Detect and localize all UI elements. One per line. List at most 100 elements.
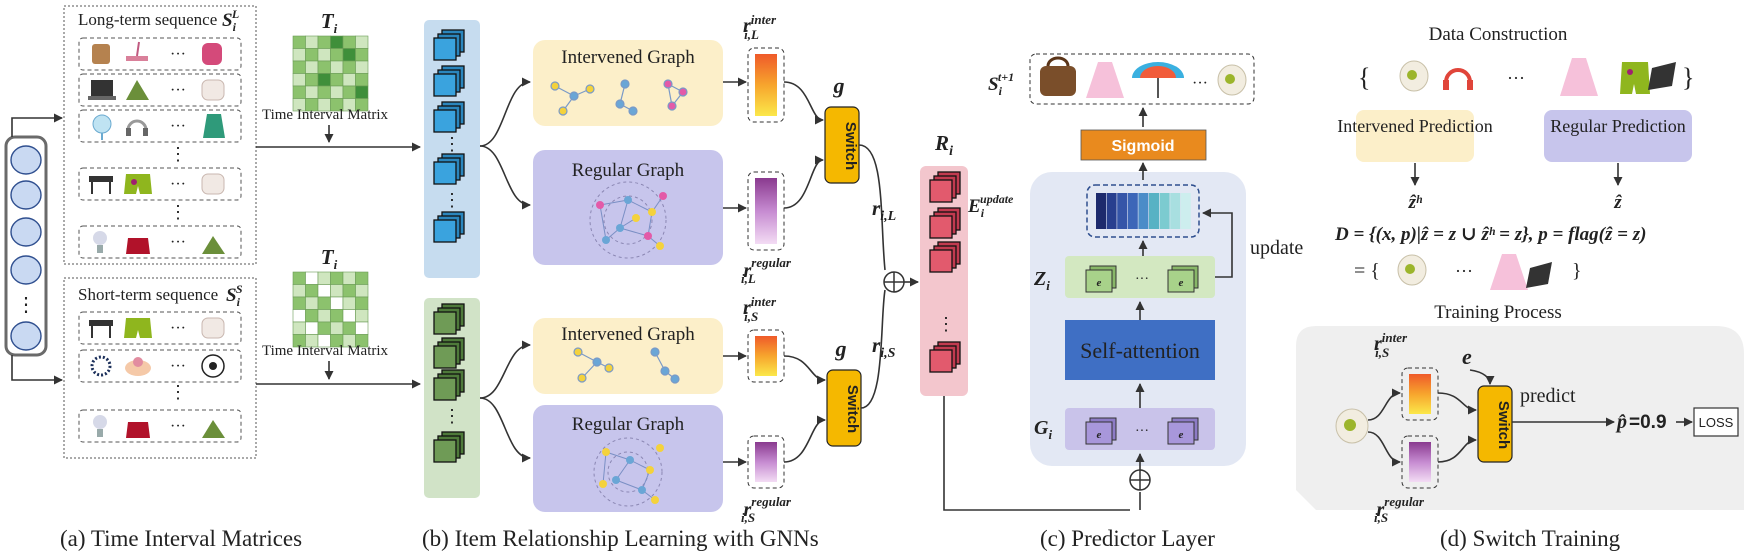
self-attention-label: Self-attention <box>1080 338 1200 363</box>
svg-text:···: ··· <box>1135 424 1149 439</box>
formula-brace-close: } <box>1572 260 1582 282</box>
intervened-graph-bottom-label: Intervened Graph <box>561 324 695 345</box>
g-top-label: g <box>833 73 845 98</box>
g-i-label: Gi <box>1034 417 1052 442</box>
svg-text:e: e <box>1179 277 1184 289</box>
training-input-item <box>1335 408 1369 444</box>
formula-items: ··· <box>1397 254 1552 290</box>
r-regular-S-vector <box>747 435 785 489</box>
p-value: =0.9 <box>1629 412 1667 433</box>
formula-eq: = { <box>1354 260 1380 282</box>
caption-d: (d) Switch Training <box>1440 526 1621 551</box>
p-hat-label: p̂ <box>1615 411 1627 433</box>
long-term-rows: ··· ··· ··· ⋮ ··· ⋮ ··· <box>78 37 242 259</box>
g-i-tokens: e ··· e <box>1085 417 1199 445</box>
intervened-graph-top-label: Intervened Graph <box>561 47 695 68</box>
R-i-label: Ri <box>934 131 953 159</box>
intervened-prediction-box <box>1356 110 1474 162</box>
loss-label: LOSS <box>1699 415 1734 430</box>
intervened-prediction-label: Intervened Prediction <box>1337 116 1492 136</box>
green-stacks: ⋮ <box>433 303 465 463</box>
formula-d: D = {(x, p)|ẑ = z ∪ ẑʰ = z}, p = flag(ẑ … <box>1334 224 1646 245</box>
svg-text:e: e <box>1097 277 1102 289</box>
train-e-label: e <box>1462 344 1472 369</box>
svg-text:···: ··· <box>1192 75 1208 92</box>
r-regular-L-vector <box>747 171 785 251</box>
panel-d: Data Construction { } ··· Intervened Pre… <box>1296 24 1744 551</box>
short-term-title: Short-term sequence <box>78 285 218 304</box>
z-hat: ẑ <box>1613 192 1622 213</box>
svg-text:···: ··· <box>1507 68 1525 88</box>
switch-top-label: Switch <box>842 122 859 170</box>
red-stacks: ⋮ <box>929 171 961 373</box>
sequence-vdots: ⋮ <box>16 294 36 316</box>
r-inter-L-vector <box>747 47 785 123</box>
sigmoid-box <box>1080 129 1207 161</box>
intervened-graph-top-nodes <box>550 79 688 116</box>
data-construction-title: Data Construction <box>1429 24 1568 45</box>
z-tokens: e ··· e <box>1085 265 1199 293</box>
self-attention-box <box>1065 320 1215 380</box>
svg-text:⋮: ⋮ <box>169 144 187 164</box>
long-term-symbol: SiL <box>222 7 239 34</box>
svg-text:···: ··· <box>1455 261 1473 281</box>
r-inter-S-vector <box>747 329 785 383</box>
training-process-title: Training Process <box>1434 302 1562 323</box>
z-label: Zi <box>1033 268 1050 293</box>
brace-open: { <box>1358 63 1370 92</box>
e-update-bars <box>1096 193 1191 229</box>
train-switch <box>1477 385 1513 463</box>
svg-text:···: ··· <box>170 234 186 251</box>
blue-vdots-2: ⋮ <box>443 190 461 210</box>
update-label: update <box>1250 237 1303 259</box>
regular-graph-top-label: Regular Graph <box>572 160 685 181</box>
matrix-top-symbol: Ti <box>321 9 338 36</box>
predict-label: predict <box>1520 385 1576 407</box>
caption-a: (a) Time Interval Matrices <box>60 526 302 551</box>
green-vdots: ⋮ <box>443 406 461 426</box>
regular-graph-bottom-nodes <box>593 437 664 507</box>
train-r-inter-vector <box>1401 367 1439 421</box>
sigmoid-label: Sigmoid <box>1111 138 1174 155</box>
panel-a: ⋮ Long-term sequence SiL ··· ··· <box>4 5 421 551</box>
loss-box <box>1693 407 1739 437</box>
regular-graph-top-nodes <box>589 181 667 259</box>
svg-text:···: ··· <box>170 82 186 99</box>
regular-graph-bottom-label: Regular Graph <box>572 414 685 435</box>
matrix-bottom-symbol: Ti <box>321 245 338 272</box>
e-update-label: Eiupdate <box>967 192 1014 220</box>
time-interval-matrix-top <box>292 35 369 112</box>
svg-text:e: e <box>1097 429 1102 441</box>
svg-text:···: ··· <box>170 118 186 135</box>
svg-text:⋮: ⋮ <box>169 382 187 402</box>
blue-vdots: ⋮ <box>443 134 461 154</box>
matrix-bottom-label: Time Interval Matrix <box>262 343 389 359</box>
sequence-tokens <box>10 145 42 351</box>
e-update-box <box>1086 184 1200 238</box>
svg-text:···: ··· <box>1135 272 1149 287</box>
predictor-layer-bg <box>1030 172 1246 466</box>
s-next-box <box>1029 53 1255 105</box>
s-next-items: ··· <box>1040 56 1247 98</box>
caption-b: (b) Item Relationship Learning with GNNs <box>422 526 819 551</box>
z-hat-h: ẑʰ <box>1408 192 1423 213</box>
svg-text:···: ··· <box>170 46 186 63</box>
panel-c: Sit+1 ··· Sigmoid Eiupdate Zi e ··· e <box>943 53 1303 551</box>
short-term-rows: ··· ··· ⋮ ··· <box>78 311 242 443</box>
regular-graph-top <box>533 150 723 265</box>
brace-close: } <box>1682 63 1694 92</box>
svg-text:···: ··· <box>170 418 186 435</box>
red-vdots: ⋮ <box>937 314 955 334</box>
g-bottom-label: g <box>835 336 847 361</box>
data-construction-items: ··· <box>1399 58 1676 96</box>
train-switch-label: Switch <box>1495 401 1512 449</box>
r-iL-label: ri,L <box>872 196 896 224</box>
panel-b: ⋮⋮ ⋮ Intervened Graph Regular Graph <box>422 12 968 551</box>
blue-stacks: ⋮⋮ <box>433 29 465 243</box>
svg-text:e: e <box>1179 429 1184 441</box>
